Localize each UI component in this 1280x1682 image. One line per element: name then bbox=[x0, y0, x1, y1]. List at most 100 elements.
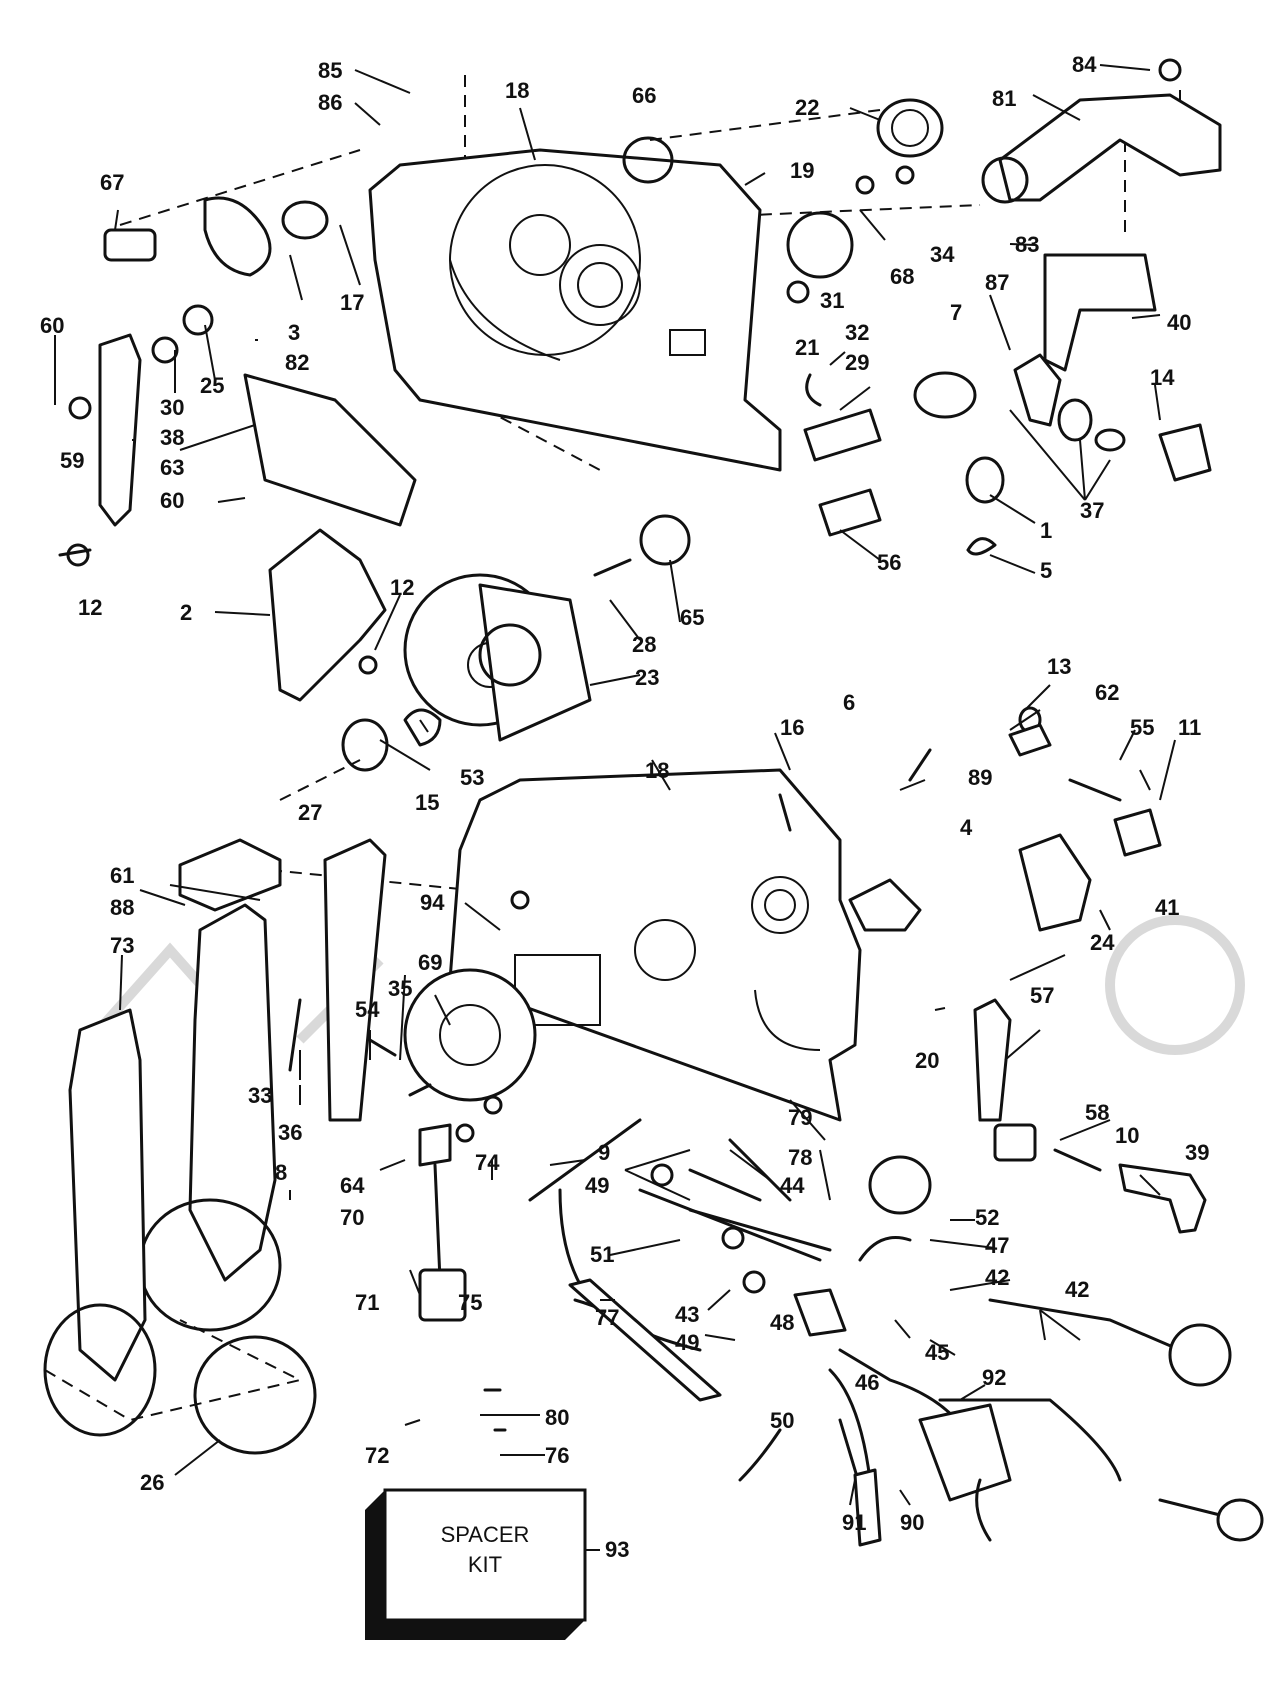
callout-18-upper: 18 bbox=[505, 78, 529, 103]
upper-left-parts bbox=[58, 196, 417, 567]
callout-53: 53 bbox=[460, 765, 484, 790]
callout-88: 88 bbox=[110, 895, 134, 920]
callout-71: 71 bbox=[355, 1290, 379, 1315]
callout-74: 74 bbox=[475, 1150, 500, 1175]
callout-76: 76 bbox=[545, 1443, 569, 1468]
callout-66: 66 bbox=[632, 83, 656, 108]
callout-86: 86 bbox=[318, 90, 342, 115]
callout-89: 89 bbox=[968, 765, 992, 790]
callout-63: 63 bbox=[160, 455, 184, 480]
callout-46: 46 bbox=[855, 1370, 879, 1395]
callout-15: 15 bbox=[415, 790, 439, 815]
callout-30: 30 bbox=[160, 395, 184, 420]
callout-56: 56 bbox=[877, 550, 901, 575]
callout-72: 72 bbox=[365, 1443, 389, 1468]
callout-52: 52 bbox=[975, 1205, 999, 1230]
callout-79: 79 bbox=[788, 1105, 812, 1130]
callout-31: 31 bbox=[820, 288, 844, 313]
callout-75: 75 bbox=[458, 1290, 482, 1315]
callout-82: 82 bbox=[285, 350, 309, 375]
callout-19: 19 bbox=[790, 158, 814, 183]
callout-9: 9 bbox=[598, 1140, 610, 1165]
callout-27: 27 bbox=[298, 800, 322, 825]
callout-42-mid: 42 bbox=[985, 1265, 1009, 1290]
upper-right-parts bbox=[622, 58, 1222, 556]
callout-12-mid: 12 bbox=[390, 575, 414, 600]
callout-60-lower: 60 bbox=[160, 488, 184, 513]
spacer-kit-box: SPACER KIT bbox=[365, 1488, 587, 1640]
callout-70: 70 bbox=[340, 1205, 364, 1230]
callout-38: 38 bbox=[160, 425, 184, 450]
callout-29: 29 bbox=[845, 350, 869, 375]
callout-55: 55 bbox=[1130, 715, 1154, 740]
callout-49-upper: 49 bbox=[585, 1173, 609, 1198]
callout-34: 34 bbox=[930, 242, 955, 267]
callout-25: 25 bbox=[200, 373, 224, 398]
callout-81: 81 bbox=[992, 86, 1016, 111]
middle-parts bbox=[268, 514, 691, 772]
callout-80: 80 bbox=[545, 1405, 569, 1430]
lower-housing bbox=[448, 768, 862, 1122]
callout-5: 5 bbox=[1040, 558, 1052, 583]
upper-housing bbox=[368, 148, 782, 472]
callout-6: 6 bbox=[843, 690, 855, 715]
callout-61: 61 bbox=[110, 863, 134, 888]
callout-93: 93 bbox=[605, 1537, 629, 1562]
callout-33: 33 bbox=[248, 1083, 272, 1108]
callout-3: 3 bbox=[288, 320, 300, 345]
callout-44: 44 bbox=[780, 1173, 805, 1198]
callout-36: 36 bbox=[278, 1120, 302, 1145]
callout-7: 7 bbox=[950, 300, 962, 325]
callout-85: 85 bbox=[318, 58, 342, 83]
callout-51: 51 bbox=[590, 1242, 614, 1267]
callout-12-left: 12 bbox=[78, 595, 102, 620]
callout-90: 90 bbox=[900, 1510, 924, 1535]
callout-73: 73 bbox=[110, 933, 134, 958]
callout-2: 2 bbox=[180, 600, 192, 625]
callout-13: 13 bbox=[1047, 654, 1071, 679]
callout-39: 39 bbox=[1185, 1140, 1209, 1165]
callout-24: 24 bbox=[1090, 930, 1115, 955]
callout-8: 8 bbox=[275, 1160, 287, 1185]
kit-label-line-1: SPACER bbox=[441, 1522, 530, 1547]
callout-42-right: 42 bbox=[1065, 1277, 1089, 1302]
callout-20: 20 bbox=[915, 1048, 939, 1073]
kit-label-line-2: KIT bbox=[468, 1552, 502, 1577]
callout-14: 14 bbox=[1150, 365, 1175, 390]
callout-47: 47 bbox=[985, 1233, 1009, 1258]
wiring-harness bbox=[483, 1118, 1264, 1547]
callout-43: 43 bbox=[675, 1302, 699, 1327]
callout-10: 10 bbox=[1115, 1123, 1139, 1148]
callout-labels: 85 86 18 66 22 84 81 67 19 34 68 83 17 3… bbox=[40, 52, 1209, 1562]
callout-92: 92 bbox=[982, 1365, 1006, 1390]
callout-48: 48 bbox=[770, 1310, 794, 1335]
callout-84: 84 bbox=[1072, 52, 1097, 77]
callout-59: 59 bbox=[60, 448, 84, 473]
callout-60-upper: 60 bbox=[40, 313, 64, 338]
callout-18-lower: 18 bbox=[645, 758, 669, 783]
lower-left-parts bbox=[43, 838, 537, 1455]
callout-32: 32 bbox=[845, 320, 869, 345]
callout-22: 22 bbox=[795, 95, 819, 120]
callout-68: 68 bbox=[890, 264, 914, 289]
callout-28: 28 bbox=[632, 632, 656, 657]
callout-11: 11 bbox=[1178, 715, 1201, 740]
callout-45: 45 bbox=[925, 1340, 949, 1365]
callout-58: 58 bbox=[1085, 1100, 1109, 1125]
callout-87: 87 bbox=[985, 270, 1009, 295]
callout-54: 54 bbox=[355, 997, 380, 1022]
leader-lines bbox=[54, 64, 1176, 1551]
callout-67: 67 bbox=[100, 170, 124, 195]
callout-26: 26 bbox=[140, 1470, 164, 1495]
callout-1: 1 bbox=[1040, 518, 1052, 543]
callout-16: 16 bbox=[780, 715, 804, 740]
callout-77: 77 bbox=[595, 1305, 619, 1330]
callout-50: 50 bbox=[770, 1408, 794, 1433]
callout-23: 23 bbox=[635, 665, 659, 690]
callout-21: 21 bbox=[795, 335, 819, 360]
callout-37: 37 bbox=[1080, 498, 1104, 523]
callout-17: 17 bbox=[340, 290, 364, 315]
callout-91: 91 bbox=[842, 1510, 866, 1535]
right-middle-parts bbox=[778, 706, 1207, 1234]
